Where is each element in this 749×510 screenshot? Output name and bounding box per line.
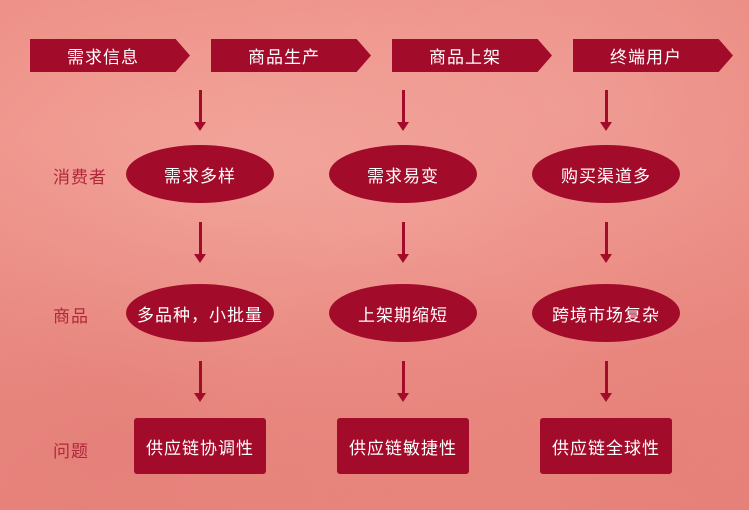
row-label-product: 商品	[53, 307, 89, 327]
down-arrow-icon	[600, 222, 612, 264]
down-arrow-icon	[194, 361, 206, 403]
stage-label: 终端用户	[610, 48, 682, 68]
down-arrow-icon	[600, 361, 612, 403]
consumer-node: 需求易变	[329, 145, 477, 203]
stage-label: 商品上架	[429, 48, 501, 68]
stage-shelving: 商品上架	[392, 39, 552, 72]
down-arrow-icon	[194, 222, 206, 264]
stage-label: 商品生产	[248, 48, 320, 68]
row-label-consumer: 消费者	[53, 168, 107, 188]
consumer-node: 需求多样	[126, 145, 274, 203]
stage-demand-info: 需求信息	[30, 39, 190, 72]
problem-node: 供应链全球性	[540, 418, 672, 474]
down-arrow-icon	[600, 90, 612, 132]
consumer-node: 购买渠道多	[532, 145, 680, 203]
problem-node: 供应链敏捷性	[337, 418, 469, 474]
product-node: 上架期缩短	[329, 284, 477, 342]
problem-node: 供应链协调性	[134, 418, 266, 474]
product-node: 多品种，小批量	[126, 284, 274, 342]
down-arrow-icon	[397, 361, 409, 403]
product-node: 跨境市场复杂	[532, 284, 680, 342]
stage-label: 需求信息	[67, 48, 139, 68]
down-arrow-icon	[194, 90, 206, 132]
row-label-problem: 问题	[53, 442, 89, 462]
stage-end-user: 终端用户	[573, 39, 733, 72]
stage-production: 商品生产	[211, 39, 371, 72]
down-arrow-icon	[397, 90, 409, 132]
down-arrow-icon	[397, 222, 409, 264]
